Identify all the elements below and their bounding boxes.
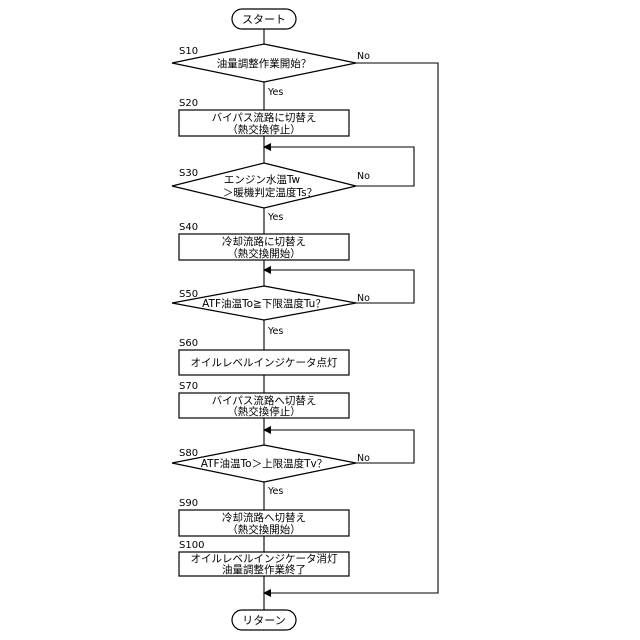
start-text: スタート [242,13,286,26]
branch-no-s50: No [357,293,370,304]
end-text: リターン [242,614,285,627]
step-s50: S50 ATF油温To≧下限温度Tu？ No Yes [172,286,370,337]
process-s40-line2: （熱交換開始） [227,247,301,260]
decision-s30-line1: エンジン水温Tw [224,174,301,186]
branch-yes-s30: Yes [267,212,283,223]
step-s10: S10 油量調整作業開始？ No Yes [172,44,370,98]
branch-yes-s10: Yes [267,87,283,98]
decision-s10-text: 油量調整作業開始？ [217,57,312,70]
branch-yes-s80: Yes [267,486,283,497]
step-label-s40: S40 [179,222,198,233]
step-label-s90: S90 [179,498,198,509]
step-s30: S30 エンジン水温Tw ＞暖機判定温度Ts？ No Yes [172,163,370,223]
step-label-s80: S80 [179,448,198,459]
branch-no-s30: No [357,171,370,182]
branch-no-s80: No [357,453,370,464]
step-label-s100: S100 [179,540,204,551]
step-label-s60: S60 [179,338,198,349]
step-label-s70: S70 [179,381,198,392]
process-s20-line2: （熱交換停止） [227,123,301,136]
end-terminal: リターン [232,610,296,630]
process-s100-line2: 油量調整作業終了 [222,563,306,576]
decision-s80-text: ATF油温To＞上限温度Tv？ [201,457,328,470]
branch-yes-s50: Yes [267,326,283,337]
process-s90-line1: 冷却流路へ切替え [222,511,306,524]
step-s80: S80 ATF油温To＞上限温度Tv？ No Yes [172,445,370,497]
process-s60-text: オイルレベルインジケータ点灯 [191,357,338,369]
decision-s30-line2: ＞暖機判定温度Ts？ [223,186,317,199]
step-label-s10: S10 [179,46,198,57]
process-s20-line1: バイパス流路に切替え [212,111,317,124]
step-label-s30: S30 [179,168,198,179]
process-s70-line2: （熱交換停止） [227,405,301,418]
decision-s50-text: ATF油温To≧下限温度Tu？ [202,297,326,310]
process-s40-line1: 冷却流路に切替え [222,235,306,248]
start-terminal: スタート [232,9,296,29]
step-label-s20: S20 [179,98,198,109]
process-s90-line2: （熱交換開始） [227,523,301,536]
branch-no-s10: No [357,51,370,62]
